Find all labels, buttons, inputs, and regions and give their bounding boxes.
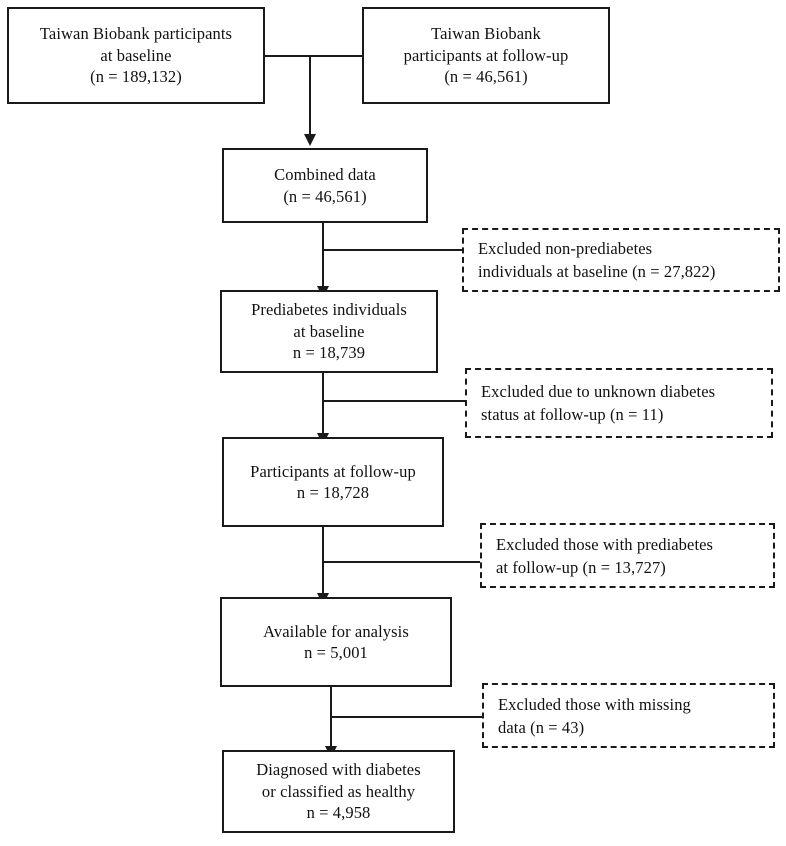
exclusion-line: Excluded due to unknown diabetes xyxy=(481,382,716,401)
node-line: (n = 189,132) xyxy=(90,67,182,87)
exclusion-line: Excluded those with prediabetes xyxy=(496,534,714,554)
exclusion-line: data (n = 43) xyxy=(498,717,585,737)
node-line: n = 18,739 xyxy=(292,343,366,363)
node-taiwan-biobank-followup: Taiwan Biobank participants at follow-up… xyxy=(362,7,610,104)
node-prediabetes-at-baseline: Prediabetes individuals at baseline n = … xyxy=(220,290,438,373)
node-line: n = 5,001 xyxy=(304,643,368,662)
exclusion-line: Excluded those with missing xyxy=(498,694,691,714)
node-combined-data: Combined data (n = 46,561) xyxy=(222,148,428,223)
connector-combined-to-prediabetes xyxy=(322,223,324,288)
exclusion-box-prediabetes-at-followup: Excluded those with prediabetes at follo… xyxy=(480,523,775,588)
connector-prediabetes-to-participants xyxy=(322,373,324,435)
node-line: Diagnosed with diabetes xyxy=(256,760,421,780)
node-participants-at-followup: Participants at follow-up n = 18,728 xyxy=(222,437,444,527)
exclusion-box-non-prediabetes-baseline: Excluded non-prediabetes individuals at … xyxy=(462,228,780,292)
node-line: n = 18,728 xyxy=(296,483,370,502)
node-line: Participants at follow-up xyxy=(250,461,416,481)
node-line: (n = 46,561) xyxy=(283,186,367,206)
exclusion-box-missing-data: Excluded those with missing data (n = 43… xyxy=(482,683,775,748)
node-line: n = 4,958 xyxy=(306,803,371,823)
connector-baseline-to-followup xyxy=(265,55,362,57)
node-line: at baseline xyxy=(100,45,172,65)
arrowhead-to-combined xyxy=(304,134,316,146)
node-line: Taiwan Biobank xyxy=(431,24,541,44)
exclusion-line: individuals at baseline (n = 27,822) xyxy=(478,262,716,281)
node-line: participants at follow-up xyxy=(403,45,569,65)
branch-to-exclusion-3 xyxy=(322,561,480,563)
node-line: Combined data xyxy=(274,165,376,184)
exclusion-line: status at follow-up (n = 11) xyxy=(481,405,664,424)
connector-to-combined xyxy=(309,55,311,136)
node-line: Prediabetes individuals xyxy=(251,300,407,320)
node-line: at baseline xyxy=(293,321,365,341)
node-line: Taiwan Biobank participants xyxy=(39,24,233,44)
node-diagnosed-or-healthy: Diagnosed with diabetes or classified as… xyxy=(222,750,455,833)
branch-to-exclusion-1 xyxy=(322,249,463,251)
node-line: (n = 46,561) xyxy=(444,67,528,87)
exclusion-box-unknown-diabetes-status: Excluded due to unknown diabetes status … xyxy=(465,368,773,438)
node-line: Available for analysis xyxy=(263,621,409,641)
node-available-for-analysis: Available for analysis n = 5,001 xyxy=(220,597,452,687)
exclusion-line: Excluded non-prediabetes xyxy=(478,239,653,258)
node-line: or classified as healthy xyxy=(261,781,416,801)
branch-to-exclusion-4 xyxy=(330,716,482,718)
branch-to-exclusion-2 xyxy=(322,400,465,402)
exclusion-line: at follow-up (n = 13,727) xyxy=(496,557,666,577)
node-taiwan-biobank-baseline: Taiwan Biobank participants at baseline … xyxy=(7,7,265,104)
